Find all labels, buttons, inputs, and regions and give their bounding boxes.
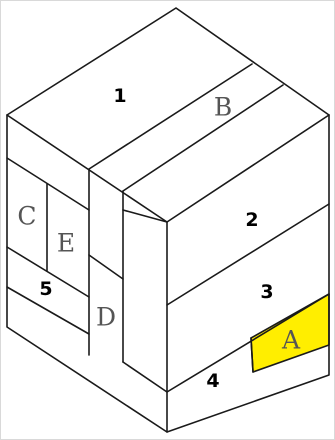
top-divider-1	[88, 63, 253, 170]
label-b: B	[214, 93, 232, 122]
label-4: 4	[206, 370, 219, 392]
label-c: C	[17, 202, 36, 231]
label-3: 3	[260, 281, 273, 303]
label-2: 2	[245, 209, 258, 231]
left-divider-top-block	[122, 209, 168, 223]
left-divider-5-lower	[6, 286, 90, 335]
left-divider-c-5	[6, 246, 90, 298]
left-divider-top-c	[6, 157, 90, 211]
right-divider-3-4	[166, 293, 330, 393]
right-divider-4-a	[250, 337, 254, 373]
label-1: 1	[113, 85, 126, 107]
left-divider-d-lower	[122, 361, 168, 393]
label-5: 5	[39, 278, 52, 300]
left-divider-d-upper	[88, 254, 124, 280]
label-e: E	[57, 229, 75, 258]
top-divider-2	[122, 84, 284, 192]
label-a: A	[281, 326, 301, 355]
right-divider-2-3	[166, 203, 330, 306]
label-d: D	[96, 303, 116, 332]
